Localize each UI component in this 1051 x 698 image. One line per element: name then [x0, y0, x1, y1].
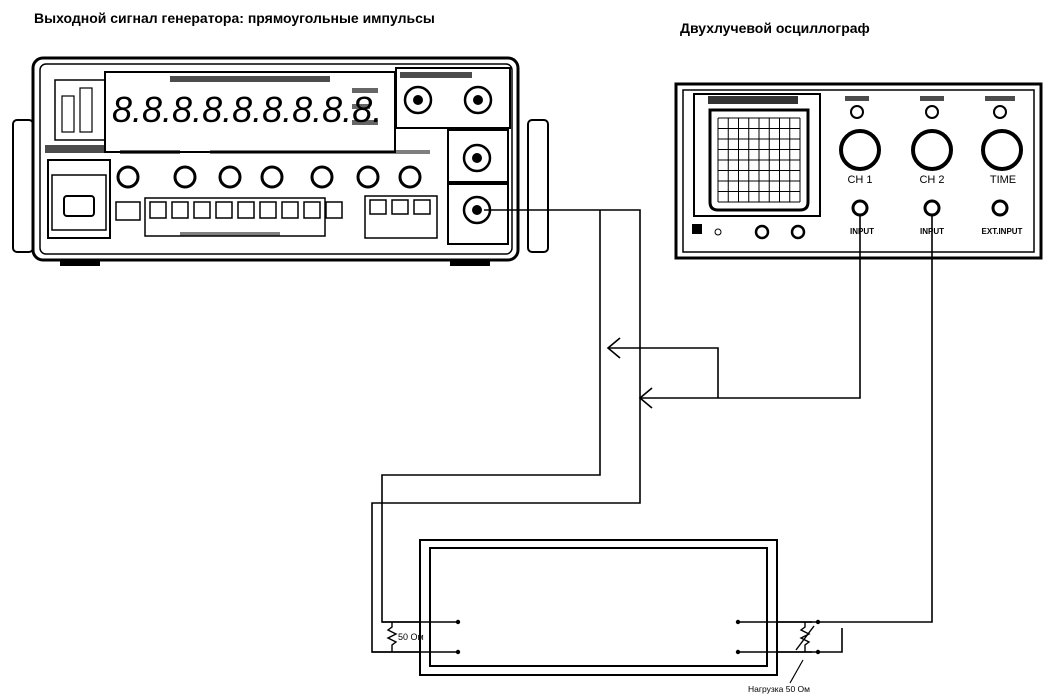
generator-knobs: [116, 165, 422, 189]
time-knob[interactable]: [981, 129, 1023, 171]
frequency-display: 8.8.8.8.8.8.8.8.8.: [112, 89, 382, 130]
ch2-volts-knob[interactable]: [911, 129, 953, 171]
test-board: 50 Ом Нагрузка 50 Ом: [372, 539, 821, 694]
time-label: TIME: [990, 174, 1016, 186]
signal-generator: 8.8.8.8.8.8.8.8.8.: [12, 56, 549, 266]
ch1-volts-knob[interactable]: [839, 129, 881, 171]
resistor-50-ohm: [386, 622, 398, 652]
input1-label: INPUT: [850, 227, 874, 236]
ch1-label: CH 1: [847, 174, 872, 186]
oscilloscope: CH 1 CH 2 TIME INPUT INPUT EXT.INPUT: [674, 82, 1043, 260]
resistor-label: 50 Ом: [398, 632, 424, 642]
generator-title: Выходной сигнал генератора: прямоугольны…: [34, 10, 435, 26]
oscilloscope-screen-grid: [717, 117, 801, 203]
ch1-input-connector[interactable]: [851, 199, 869, 217]
ext-input-connector[interactable]: [991, 199, 1009, 217]
function-buttons: [115, 195, 438, 239]
oscilloscope-title: Двухлучевой осциллограф: [680, 20, 870, 36]
load-resistor: [799, 622, 811, 652]
ch2-input-connector[interactable]: [923, 199, 941, 217]
power-button[interactable]: [63, 195, 95, 217]
ext-input-label: EXT.INPUT: [982, 227, 1023, 236]
load-label: Нагрузка 50 Ом: [748, 684, 810, 694]
ch2-label: CH 2: [919, 174, 944, 186]
